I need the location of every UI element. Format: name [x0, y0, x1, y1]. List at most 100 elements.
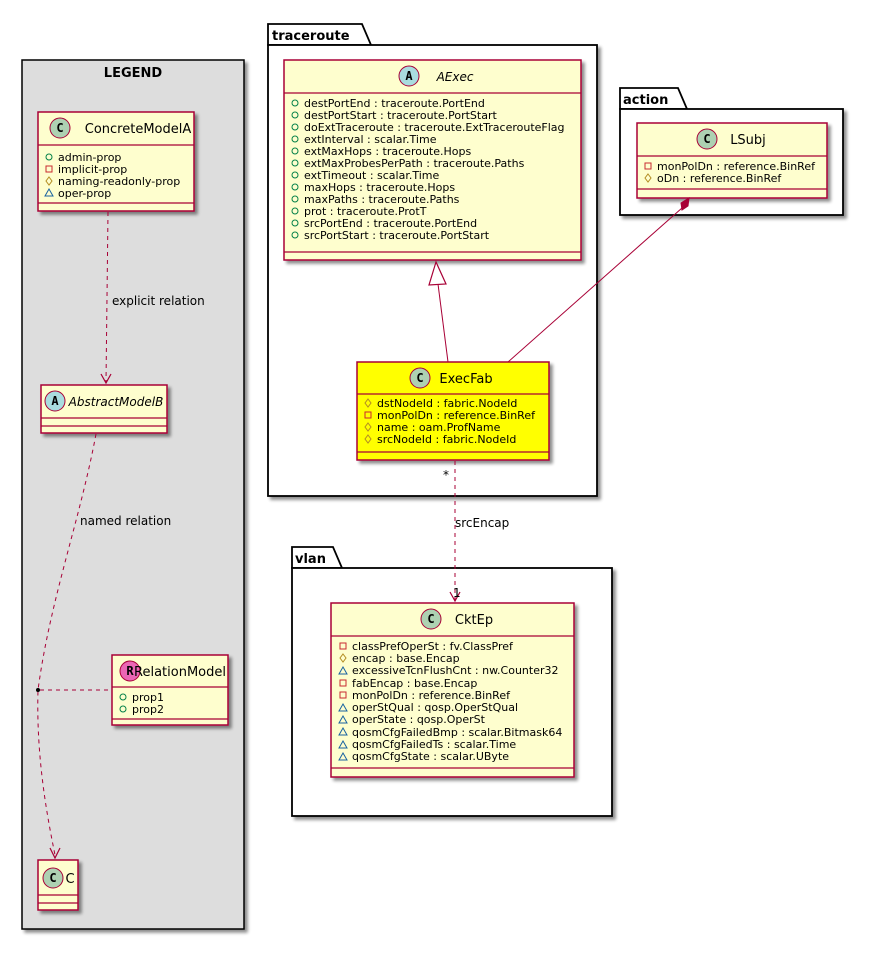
- package-icon: [44, 187, 54, 197]
- protected-icon: [364, 398, 372, 408]
- protected-icon: [45, 176, 53, 186]
- aexec-attr: maxPaths : traceroute.Paths: [304, 193, 460, 206]
- legend-title: LEGEND: [104, 66, 163, 81]
- lsubj-attr: oDn : reference.BinRef: [657, 172, 782, 185]
- class-marker: R: [126, 664, 134, 678]
- package-action-label: action: [623, 93, 668, 108]
- aexec-attr: doExtTraceroute : traceroute.ExtTracerou…: [304, 121, 565, 134]
- legend-prop: implicit-prop: [58, 163, 127, 176]
- composition-link: [507, 197, 690, 363]
- src-encap-relation: srcEncap * 1: [443, 461, 509, 603]
- private-icon: [364, 411, 372, 419]
- protected-icon: [364, 422, 372, 432]
- cktep-attr: fabEncap : base.Encap: [352, 677, 477, 690]
- legend-prop: admin-prop: [58, 151, 121, 164]
- private-icon: [45, 165, 53, 173]
- src-encap-label: srcEncap: [455, 516, 509, 530]
- public-icon: [291, 195, 299, 203]
- private-icon: [644, 162, 652, 170]
- public-icon: [45, 153, 53, 161]
- package-icon: [338, 739, 348, 749]
- aexec-attr: srcPortStart : traceroute.PortStart: [304, 229, 490, 242]
- legend-abstract-name: AbstractModelB: [68, 395, 164, 409]
- cktep-attr: qosmCfgState : scalar.UByte: [352, 750, 509, 763]
- class-circle-icon: [420, 608, 442, 630]
- named-relation-label: named relation: [80, 514, 171, 528]
- public-icon: [119, 693, 127, 701]
- public-icon: [291, 135, 299, 143]
- execfab-attr: name : oam.ProfName: [377, 421, 501, 434]
- cktep-attr: qosmCfgFailedTs : scalar.Time: [352, 738, 516, 751]
- aexec-attr: prot : traceroute.ProtT: [304, 205, 427, 218]
- composition-diamond: [680, 197, 690, 211]
- class-circle-icon: [409, 367, 431, 389]
- public-icon: [291, 147, 299, 155]
- package-icon: [338, 714, 348, 724]
- public-icon: [291, 183, 299, 191]
- protected-icon: [644, 173, 652, 183]
- package-icon: [338, 702, 348, 712]
- aexec-attr: srcPortEnd : traceroute.PortEnd: [304, 217, 477, 230]
- package-icon: [338, 751, 348, 761]
- lsubj-name: LSubj: [730, 133, 766, 148]
- cktep-attr: monPolDn : reference.BinRef: [352, 689, 511, 702]
- legend-target-name: C: [65, 872, 74, 887]
- legend-concrete-name: ConcreteModelA: [85, 122, 192, 137]
- legend-abstract-class: A AbstractModelB: [40, 384, 168, 434]
- public-icon: [119, 705, 127, 713]
- abstract-circle-icon: [44, 390, 66, 412]
- aexec-attr: extMaxHops : traceroute.Hops: [304, 145, 471, 158]
- aexec-attr: maxHops : traceroute.Hops: [304, 181, 455, 194]
- public-icon: [291, 99, 299, 107]
- class-marker: C: [703, 132, 710, 146]
- class-aexec: A AExec destPortEnd : traceroute.PortEnd…: [283, 59, 582, 261]
- relation-prop: prop2: [132, 703, 164, 716]
- public-icon: [291, 171, 299, 179]
- cktep-attr: operStQual : qosp.OperStQual: [352, 701, 518, 714]
- protected-icon: [364, 434, 372, 444]
- aexec-attrs: destPortEnd : traceroute.PortEnd destPor…: [291, 97, 565, 242]
- class-marker: C: [49, 871, 56, 885]
- aexec-attr: extTimeout : scalar.Time: [304, 169, 440, 182]
- inheritance-arrow: [428, 260, 449, 363]
- legend-concrete-class: C ConcreteModelA admin-prop implicit-pro…: [37, 111, 195, 212]
- relation-junction: [36, 688, 40, 692]
- aexec-name: AExec: [436, 70, 474, 84]
- class-marker: A: [51, 394, 59, 408]
- cktep-attr: excessiveTcnFlushCnt : nw.Counter32: [352, 664, 559, 677]
- class-marker: C: [427, 612, 434, 626]
- public-icon: [291, 111, 299, 119]
- src-encap-mult-to: 1: [453, 586, 461, 600]
- execfab-attr: dstNodeId : fabric.NodeId: [377, 397, 517, 410]
- aexec-attr: destPortEnd : traceroute.PortEnd: [304, 97, 485, 110]
- cktep-attr: classPrefOperSt : fv.ClassPref: [352, 640, 514, 653]
- explicit-relation-arrow: explicit relation: [100, 211, 205, 385]
- class-circle-icon: [42, 867, 64, 889]
- explicit-relation-label: explicit relation: [112, 294, 205, 308]
- public-icon: [291, 159, 299, 167]
- named-relation-arrow: named relation: [36, 433, 171, 860]
- cktep-name: CktEp: [455, 613, 493, 628]
- public-icon: [291, 219, 299, 227]
- class-marker: C: [416, 371, 423, 385]
- class-circle-icon: [49, 117, 71, 139]
- legend-relation-model: R RelationModel prop1 prop2: [111, 654, 229, 726]
- class-execfab: C ExecFab dstNodeId : fabric.NodeId monP…: [356, 361, 550, 461]
- package-icon: [338, 726, 348, 736]
- package-icon: [338, 665, 348, 675]
- protected-icon: [339, 653, 347, 663]
- aexec-attr: destPortStart : traceroute.PortStart: [304, 109, 497, 122]
- relation-prop: prop1: [132, 691, 164, 704]
- execfab-name: ExecFab: [439, 372, 492, 387]
- private-icon: [339, 679, 347, 687]
- cktep-attr: operState : qosp.OperSt: [352, 713, 486, 726]
- execfab-attr: srcNodeId : fabric.NodeId: [377, 433, 516, 446]
- package-traceroute-label: traceroute: [272, 29, 350, 44]
- lsubj-attr: monPolDn : reference.BinRef: [657, 160, 816, 173]
- relation-model-name: RelationModel: [134, 665, 226, 680]
- package-vlan-label: vlan: [295, 552, 326, 567]
- execfab-attr: monPolDn : reference.BinRef: [377, 409, 536, 422]
- class-marker: A: [405, 69, 413, 83]
- src-encap-mult-from: *: [443, 468, 449, 482]
